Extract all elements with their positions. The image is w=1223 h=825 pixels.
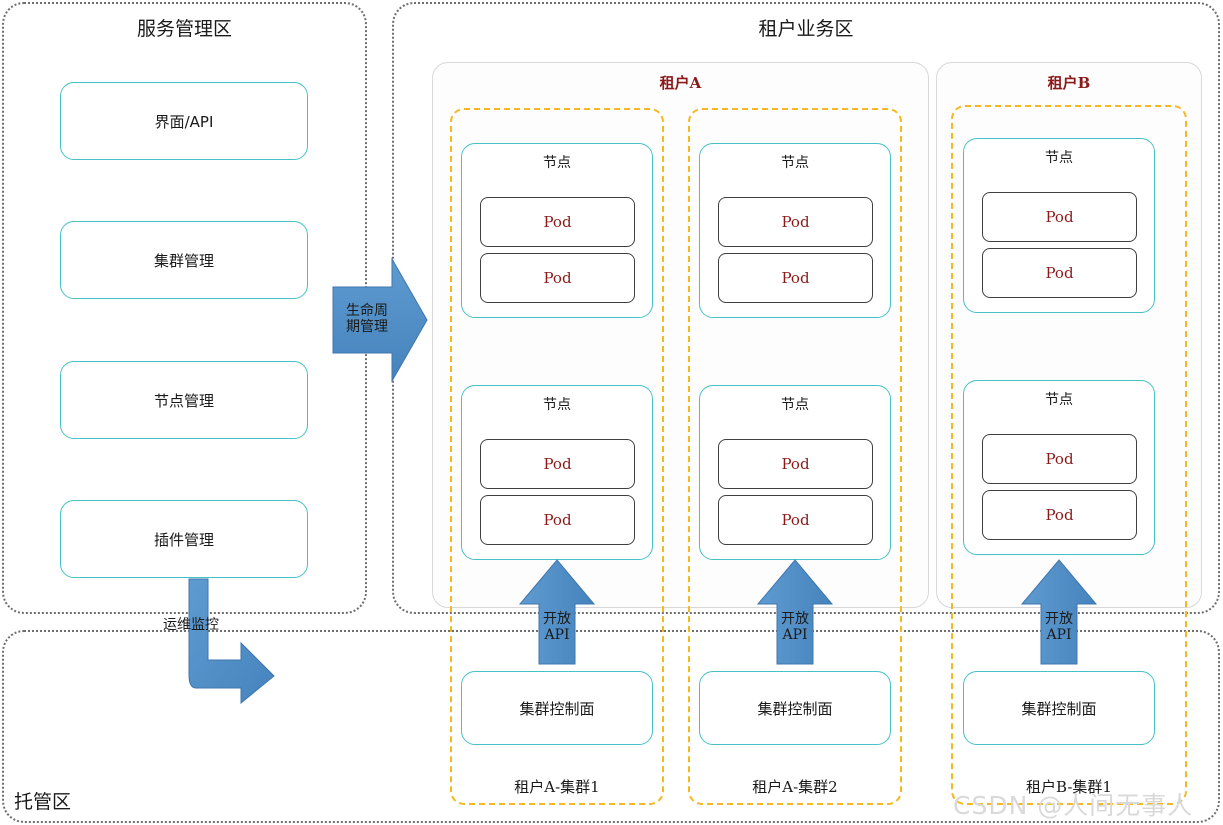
pod-label: Pod xyxy=(543,213,572,231)
pod-box[interactable]: Pod xyxy=(982,248,1137,298)
service-item-node-management[interactable]: 节点管理 xyxy=(60,361,308,439)
zone-hosted-title: 托管区 xyxy=(14,791,72,813)
cluster-control-plane[interactable]: 集群控制面 xyxy=(963,671,1155,745)
monitoring-arrow-label: 运维监控 xyxy=(163,617,219,633)
pod-label: Pod xyxy=(781,511,810,529)
pod-label: Pod xyxy=(543,511,572,529)
cluster-control-plane-label: 集群控制面 xyxy=(1021,699,1097,718)
pod-box[interactable]: Pod xyxy=(480,197,635,247)
watermark: CSDN @人间无事人 xyxy=(953,791,1194,820)
open-api-arrow-label: 开放 API xyxy=(781,611,809,644)
pod-box[interactable]: Pod xyxy=(718,439,873,489)
node-label: 节点 xyxy=(1045,392,1073,408)
zone-service-management-title: 服务管理区 xyxy=(136,18,232,40)
node-label: 节点 xyxy=(543,397,571,413)
cluster-control-plane[interactable]: 集群控制面 xyxy=(461,671,653,745)
lifecycle-arrow-label: 生命周 期管理 xyxy=(346,303,388,336)
pod-label: Pod xyxy=(781,213,810,231)
pod-box[interactable]: Pod xyxy=(982,192,1137,242)
pod-label: Pod xyxy=(781,269,810,287)
open-api-arrow-icon xyxy=(518,559,596,665)
cluster-box-tenant-a-2 xyxy=(688,108,902,805)
pod-box[interactable]: Pod xyxy=(982,490,1137,540)
service-item-label: 界面/API xyxy=(154,112,214,131)
pod-box[interactable]: Pod xyxy=(480,495,635,545)
node-box: 节点 Pod Pod xyxy=(461,143,653,318)
tenant-a-title: 租户A xyxy=(659,74,702,92)
service-item-cluster-management[interactable]: 集群管理 xyxy=(60,221,308,299)
pod-label: Pod xyxy=(543,455,572,473)
node-box: 节点 Pod Pod xyxy=(963,380,1155,555)
cluster-box-tenant-a-1 xyxy=(450,108,664,805)
cluster-control-plane-label: 集群控制面 xyxy=(757,699,833,718)
cluster-control-plane[interactable]: 集群控制面 xyxy=(699,671,891,745)
pod-label: Pod xyxy=(1045,450,1074,468)
service-item-ui-api[interactable]: 界面/API xyxy=(60,82,308,160)
node-label: 节点 xyxy=(1045,150,1073,166)
cluster-control-plane-label: 集群控制面 xyxy=(519,699,595,718)
monitoring-arrow-icon xyxy=(188,578,275,705)
service-item-label: 插件管理 xyxy=(153,530,214,549)
pod-label: Pod xyxy=(1045,264,1074,282)
tenant-b-title: 租户B xyxy=(1047,74,1091,92)
service-item-label: 集群管理 xyxy=(153,251,214,270)
cluster-label-tenant-a-2: 租户A-集群2 xyxy=(752,778,838,796)
lifecycle-arrow-icon xyxy=(332,257,428,383)
cluster-label-tenant-b-1: 租户B-集群1 xyxy=(1026,778,1112,796)
pod-box[interactable]: Pod xyxy=(718,495,873,545)
cluster-label-tenant-a-1: 租户A-集群1 xyxy=(514,778,600,796)
open-api-arrow-icon xyxy=(1020,559,1098,665)
open-api-arrow-icon xyxy=(756,559,834,665)
node-label: 节点 xyxy=(543,155,571,171)
open-api-arrow-label: 开放 API xyxy=(543,611,571,644)
open-api-arrow-label: 开放 API xyxy=(1045,611,1073,644)
pod-box[interactable]: Pod xyxy=(982,434,1137,484)
node-box: 节点 Pod Pod xyxy=(699,385,891,560)
node-box: 节点 Pod Pod xyxy=(963,138,1155,313)
zone-tenant-business-title: 租户业务区 xyxy=(758,18,854,40)
pod-box[interactable]: Pod xyxy=(480,439,635,489)
pod-label: Pod xyxy=(543,269,572,287)
node-box: 节点 Pod Pod xyxy=(461,385,653,560)
node-label: 节点 xyxy=(781,397,809,413)
pod-box[interactable]: Pod xyxy=(718,253,873,303)
cluster-box-tenant-b-1 xyxy=(951,105,1187,805)
node-box: 节点 Pod Pod xyxy=(699,143,891,318)
node-label: 节点 xyxy=(781,155,809,171)
service-item-label: 节点管理 xyxy=(153,391,214,410)
pod-box[interactable]: Pod xyxy=(718,197,873,247)
pod-label: Pod xyxy=(781,455,810,473)
pod-box[interactable]: Pod xyxy=(480,253,635,303)
pod-label: Pod xyxy=(1045,506,1074,524)
service-item-plugin-management[interactable]: 插件管理 xyxy=(60,500,308,578)
pod-label: Pod xyxy=(1045,208,1074,226)
